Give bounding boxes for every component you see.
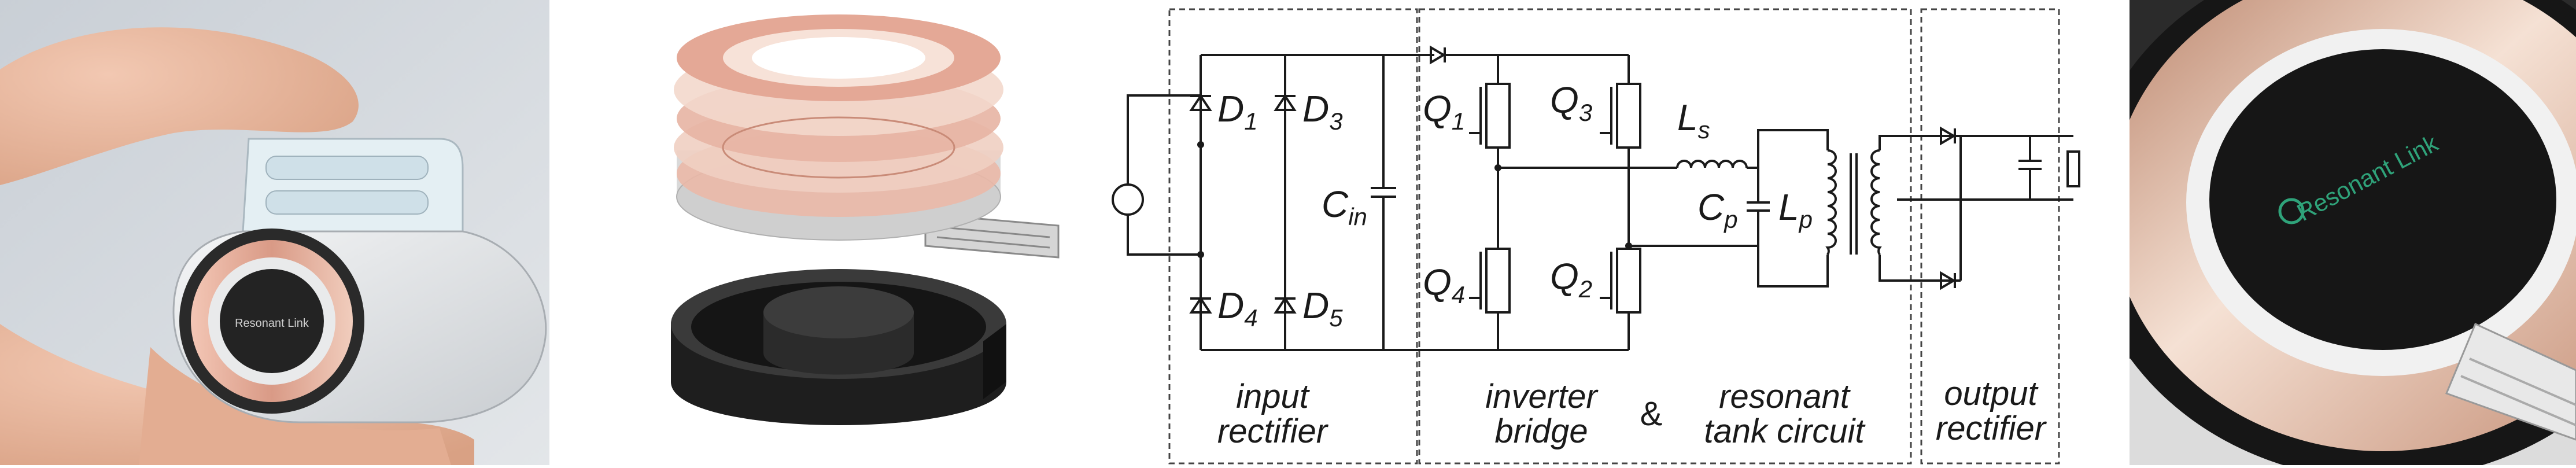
- output-diode-bottom: [1940, 271, 1956, 290]
- coil-render-panel: [671, 14, 1060, 425]
- section-output-rectifier-line2: rectifier: [1936, 410, 2047, 447]
- inductor-ls: [1676, 160, 1748, 168]
- mosfet-q1: [1469, 83, 1511, 149]
- label-q1: Q1: [1423, 88, 1465, 135]
- resonant-link-logo-icon: [2278, 198, 2305, 224]
- mosfet-q3: [1600, 83, 1641, 149]
- diode-d4: [1189, 296, 1212, 314]
- section-resonant-line1: resonant: [1719, 378, 1851, 415]
- load-resistor: [2066, 150, 2080, 187]
- mosfet-q4: [1469, 248, 1511, 314]
- section-input-rectifier-line1: input: [1236, 378, 1311, 415]
- label-ls: Ls: [1677, 97, 1710, 143]
- secondary-coil: [1870, 149, 1882, 256]
- circuit-schematic-panel: D1 D3 D4 D5 Cin Q1 Q3 Q4 Q2 Ls Cp Lp inp…: [1112, 8, 2080, 465]
- input-rectifier-box: [1168, 8, 1418, 465]
- label-q2: Q2: [1550, 256, 1592, 303]
- inductor-lp: [1825, 149, 1837, 256]
- capacitor-cp: [1747, 168, 1770, 246]
- label-d3: D3: [1302, 88, 1343, 135]
- diode-d5: [1274, 296, 1297, 314]
- label-q3: Q3: [1550, 79, 1592, 126]
- device-logo-text: Resonant Link: [235, 317, 309, 330]
- label-d1: D1: [1217, 88, 1258, 135]
- label-q4: Q4: [1423, 261, 1465, 308]
- diode-d1: [1189, 94, 1212, 111]
- output-capacitor: [2018, 136, 2042, 200]
- inverter-resonant-box: [1418, 8, 1912, 465]
- coil-closeup-panel: Resonant Link: [2130, 0, 2576, 465]
- label-d4: D4: [1217, 285, 1258, 331]
- output-rectifier-box: [1920, 8, 2060, 465]
- diode-d3: [1274, 94, 1297, 111]
- ac-source: [1112, 94, 1201, 256]
- capacitor-cin: [1371, 55, 1396, 350]
- label-lp: Lp: [1778, 186, 1813, 233]
- section-inverter-line2: bridge: [1494, 412, 1588, 450]
- section-inverter-line1: inverter: [1485, 378, 1599, 415]
- device-photo-panel: Resonant Link: [0, 0, 549, 465]
- section-resonant-line2: tank circuit: [1704, 412, 1866, 450]
- label-d5: D5: [1302, 285, 1343, 331]
- section-output-rectifier-line1: output: [1944, 375, 2039, 412]
- label-cin: Cin: [1322, 183, 1367, 230]
- section-ampersand: &: [1640, 395, 1663, 433]
- section-input-rectifier-line2: rectifier: [1217, 412, 1329, 450]
- mosfet-q2: [1600, 248, 1641, 314]
- label-cp: Cp: [1697, 186, 1738, 233]
